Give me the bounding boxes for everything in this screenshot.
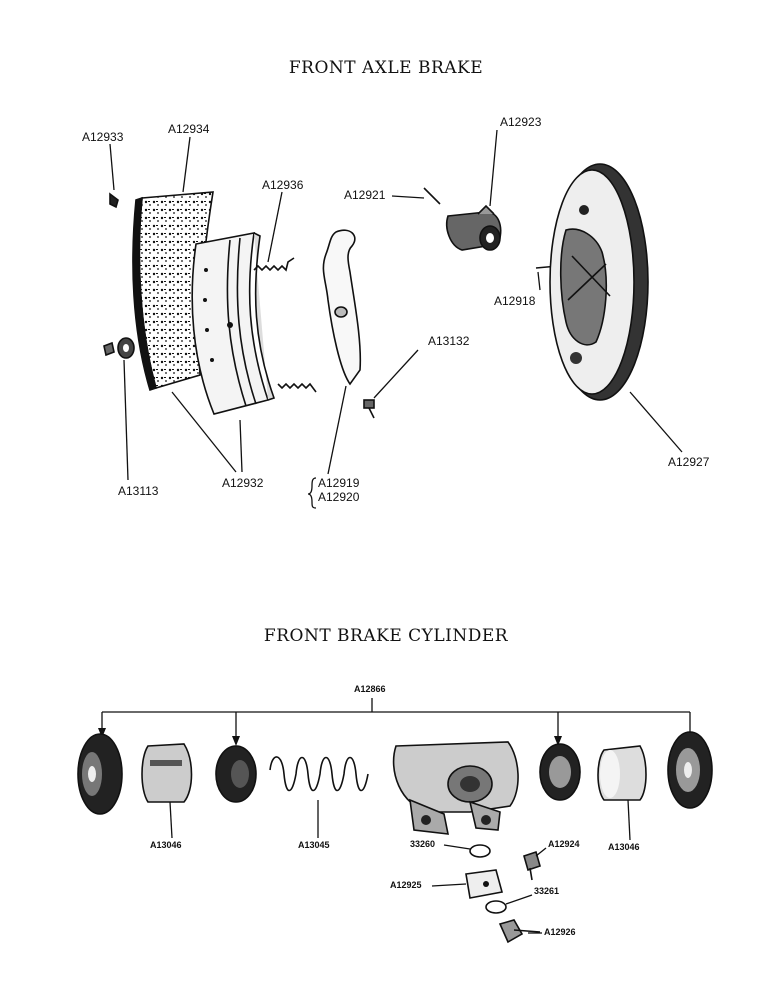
- label-a13046-right: A13046: [608, 842, 640, 852]
- spring-a12936-lower: [277, 382, 317, 393]
- axle-brake-title: FRONT AXLE BRAKE: [288, 58, 484, 78]
- cup-left: [215, 745, 257, 803]
- label-a12919: A12919: [318, 476, 360, 490]
- boot-right: [667, 731, 713, 809]
- label-a12924: A12924: [548, 839, 580, 849]
- label-a12921: A12921: [344, 188, 386, 202]
- axle-leader-lines: [109, 129, 683, 509]
- label-a13046-left: A13046: [150, 840, 182, 850]
- brake-shoe-a12932: [191, 232, 276, 415]
- label-a12926: A12926: [544, 927, 576, 937]
- label-33261: 33261: [534, 886, 560, 896]
- label-a13132: A13132: [428, 334, 470, 348]
- boot-left: [77, 733, 123, 815]
- label-a13045: A13045: [298, 840, 330, 850]
- pin-a12933: [109, 192, 119, 209]
- bolt-a12926: [498, 919, 541, 944]
- label-a12934: A12934: [168, 122, 210, 136]
- spring-a12936-upper: [253, 257, 295, 272]
- washer-33260: [469, 844, 491, 858]
- label-33260: 33260: [410, 839, 436, 849]
- cylinder-body: [392, 741, 519, 835]
- brake-cylinder-title: FRONT BRAKE CYLINDER: [263, 626, 509, 646]
- piston-left-a13046: [141, 743, 193, 803]
- piston-right-a13046: [597, 745, 647, 801]
- label-a12866: A12866: [354, 684, 386, 694]
- bleeder-a12924: [523, 850, 541, 881]
- wheel-cylinder-a12923: [446, 204, 502, 251]
- bolt-a13132: [363, 399, 375, 419]
- spring-a13045: [269, 756, 369, 792]
- backing-plate-a12927: [549, 163, 649, 401]
- label-a12927: A12927: [668, 455, 710, 469]
- label-a12923: A12923: [500, 115, 542, 129]
- label-a12925: A12925: [390, 880, 422, 890]
- label-a13113: A13113: [118, 484, 159, 498]
- connector-a12925: [465, 869, 504, 899]
- cylinder-bracket-lines: [98, 698, 694, 746]
- nut-washer-a13113: [103, 337, 135, 359]
- label-a12918: A12918: [494, 294, 536, 308]
- label-a12936: A12936: [262, 178, 304, 192]
- pin-a12921: [423, 187, 441, 205]
- cup-right: [539, 743, 581, 801]
- label-a12932: A12932: [222, 476, 264, 490]
- label-a12920: A12920: [318, 490, 360, 504]
- label-a12933: A12933: [82, 130, 124, 144]
- anchor-plate-a12919: [322, 229, 362, 386]
- cylinder-leader-lines: [169, 799, 631, 934]
- washer-33261: [485, 900, 507, 914]
